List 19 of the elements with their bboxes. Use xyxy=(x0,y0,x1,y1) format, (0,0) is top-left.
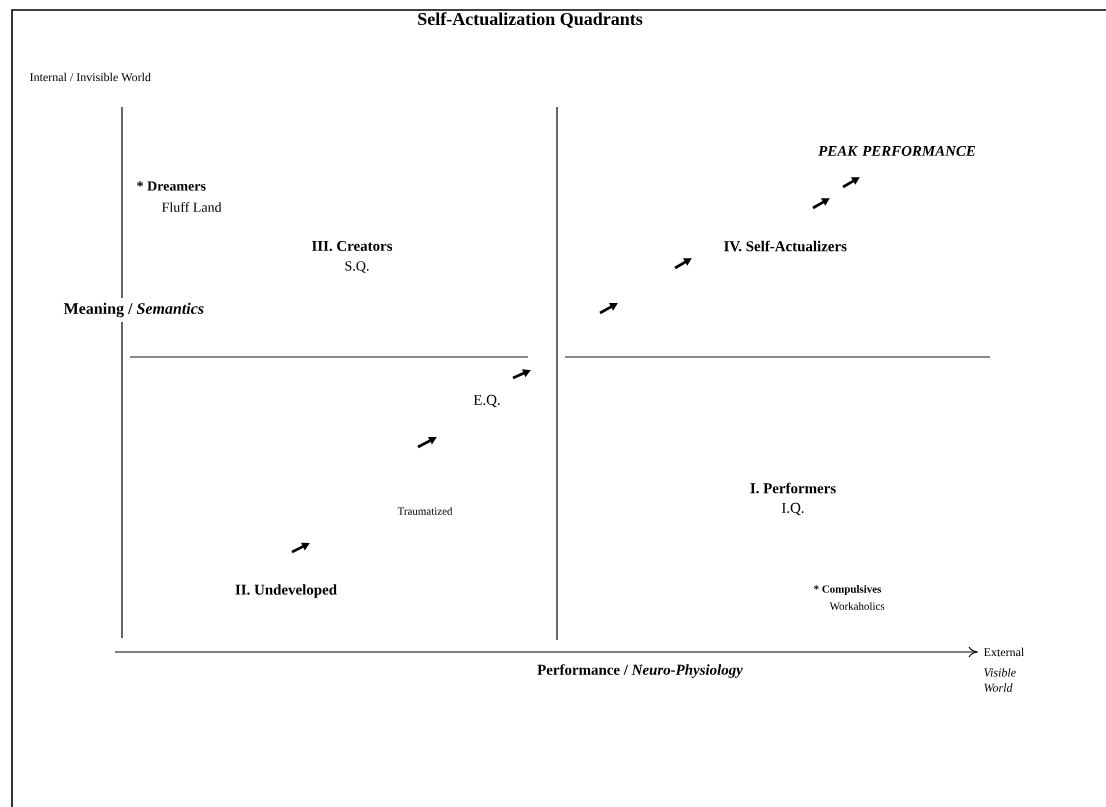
quadrant-label: IV. Self-Actualizers xyxy=(724,240,847,252)
quadrant-label: III. Creators xyxy=(312,240,393,252)
quadrant-label: E.Q. xyxy=(473,394,500,408)
annotation-text: * Dreamers xyxy=(137,181,206,191)
annotation-text: * Compulsives xyxy=(814,585,882,595)
axis-label: Internal / Invisible World xyxy=(30,72,151,82)
quadrant-label: S.Q. xyxy=(345,261,369,273)
axis-label: Visible World xyxy=(984,668,1016,692)
quadrant-label: I.Q. xyxy=(781,502,804,516)
quadrant-label: I. Performers xyxy=(750,482,836,494)
annotation-text: Traumatized xyxy=(397,507,453,515)
title: Self-Actualization Quadrants xyxy=(418,12,643,28)
annotation-text: Workaholics xyxy=(829,602,885,610)
axis-label: Performance / Neuro-Physiology xyxy=(537,664,743,678)
axis-label: External xyxy=(983,647,1025,657)
annotation-text: Fluff Land xyxy=(162,202,222,212)
annotation-text: PEAK PERFORMANCE xyxy=(818,146,976,156)
quadrant-label: II. Undeveloped xyxy=(235,584,337,598)
axis-label: Meaning / Semantics xyxy=(63,302,204,318)
